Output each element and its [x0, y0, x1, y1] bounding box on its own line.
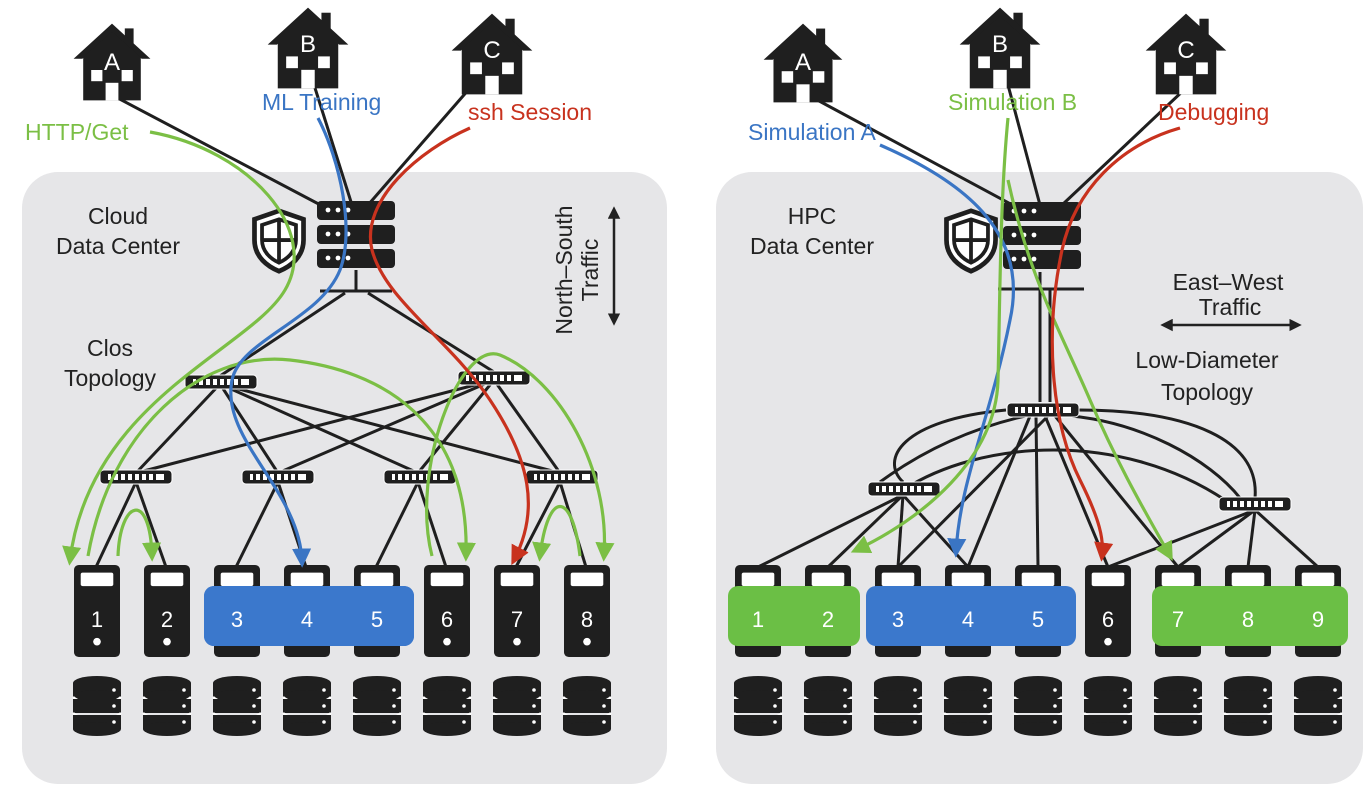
house-label: A — [795, 49, 811, 76]
panel-title: Data Center — [56, 233, 180, 259]
house-label: C — [483, 37, 500, 64]
server-numbers: 1 2 3 4 5 6 7 8 9 — [752, 607, 1324, 632]
http-get-label: HTTP/Get — [25, 119, 129, 145]
server-number: 6 — [1102, 607, 1114, 632]
http-get-flow — [62, 130, 296, 566]
panel-title: Cloud — [88, 203, 148, 229]
server-number: 3 — [892, 607, 904, 632]
topology-label: Clos — [87, 335, 133, 361]
database-icon — [142, 675, 192, 737]
server-number: 5 — [371, 607, 383, 632]
storage-row — [733, 675, 1343, 737]
network-links — [94, 87, 588, 568]
topology-label: Low-Diameter — [1135, 347, 1278, 373]
database-icon — [1083, 675, 1133, 737]
server-number: 1 — [752, 607, 764, 632]
server-number: 9 — [1312, 607, 1324, 632]
server-number: 6 — [441, 607, 453, 632]
simulation-a-flow — [879, 143, 1016, 558]
database-icon — [492, 675, 542, 737]
house-label: B — [992, 31, 1008, 58]
north-south-traffic: North–South Traffic — [551, 205, 603, 334]
server-number: 2 — [822, 607, 834, 632]
database-icon — [282, 675, 332, 737]
database-icon — [1293, 675, 1343, 737]
http-get-flow — [425, 352, 615, 562]
http-get-flow — [86, 357, 476, 562]
database-icon — [352, 675, 402, 737]
database-icon — [212, 675, 262, 737]
network-links — [757, 84, 1320, 569]
ssh-session-label: ssh Session — [468, 99, 592, 125]
traffic-label: Traffic — [1199, 294, 1262, 320]
ml-training-group-overlay — [204, 586, 414, 646]
server-number: 4 — [962, 607, 974, 632]
simulation-b-flow — [1006, 179, 1173, 562]
house-label: A — [104, 49, 120, 76]
house-label: C — [1177, 37, 1194, 64]
server-number: 8 — [1242, 607, 1254, 632]
network-switch-icon — [525, 469, 599, 485]
http-get-flow — [116, 508, 162, 562]
simulation-a-group — [866, 586, 1076, 646]
network-switch-icon — [383, 469, 457, 485]
ml-training-label: ML Training — [262, 89, 381, 115]
server-number: 5 — [1032, 607, 1044, 632]
server-number: 3 — [231, 607, 243, 632]
panel-title: HPC — [788, 203, 837, 229]
shield-icon — [254, 211, 303, 271]
database-icon — [1013, 675, 1063, 737]
panel-title: Data Center — [750, 233, 874, 259]
ml-training-flow — [229, 117, 348, 568]
traffic-label: Traffic — [577, 239, 603, 302]
hpc-data-center-panel: A B C 1 2 3 4 5 — [716, 7, 1363, 784]
simulation-b-group — [1152, 586, 1348, 646]
database-icon — [1153, 675, 1203, 737]
server-number: 8 — [581, 607, 593, 632]
ssh-session-flow — [368, 126, 530, 566]
server-number: 2 — [161, 607, 173, 632]
network-switch-icon — [1218, 496, 1292, 512]
server-number: 1 — [91, 607, 103, 632]
router-icon — [317, 201, 395, 268]
database-icon — [72, 675, 122, 737]
database-icon — [733, 675, 783, 737]
database-icon — [873, 675, 923, 737]
debugging-flow — [1050, 126, 1181, 562]
traffic-label: North–South — [551, 205, 577, 334]
server-numbers: 1 2 3 4 5 6 7 8 — [91, 607, 593, 632]
database-icon — [562, 675, 612, 737]
database-icon — [943, 675, 993, 737]
topology-label: Topology — [64, 365, 157, 391]
network-switch-icon — [867, 481, 941, 497]
simulation-a-label: Simulation A — [748, 119, 877, 145]
server-number: 4 — [301, 607, 313, 632]
house-label: B — [300, 31, 316, 58]
simulation-b-group — [728, 586, 860, 646]
database-icon — [1223, 675, 1273, 737]
traffic-flows — [850, 117, 1181, 562]
traffic-flows — [62, 117, 615, 568]
topology-label: Topology — [1161, 379, 1254, 405]
server-number: 7 — [1172, 607, 1184, 632]
cloud-data-center-panel: A B C 1 2 3 4 5 — [22, 7, 667, 784]
server-number: 7 — [511, 607, 523, 632]
network-switch-icon — [241, 469, 315, 485]
traffic-label: East–West — [1173, 269, 1284, 295]
debugging-label: Debugging — [1158, 99, 1269, 125]
database-icon — [422, 675, 472, 737]
database-icon — [803, 675, 853, 737]
network-switch-icon — [1006, 402, 1080, 418]
simulation-b-flow — [850, 117, 1010, 553]
simulation-b-label: Simulation B — [948, 89, 1077, 115]
http-get-flow — [532, 505, 582, 562]
